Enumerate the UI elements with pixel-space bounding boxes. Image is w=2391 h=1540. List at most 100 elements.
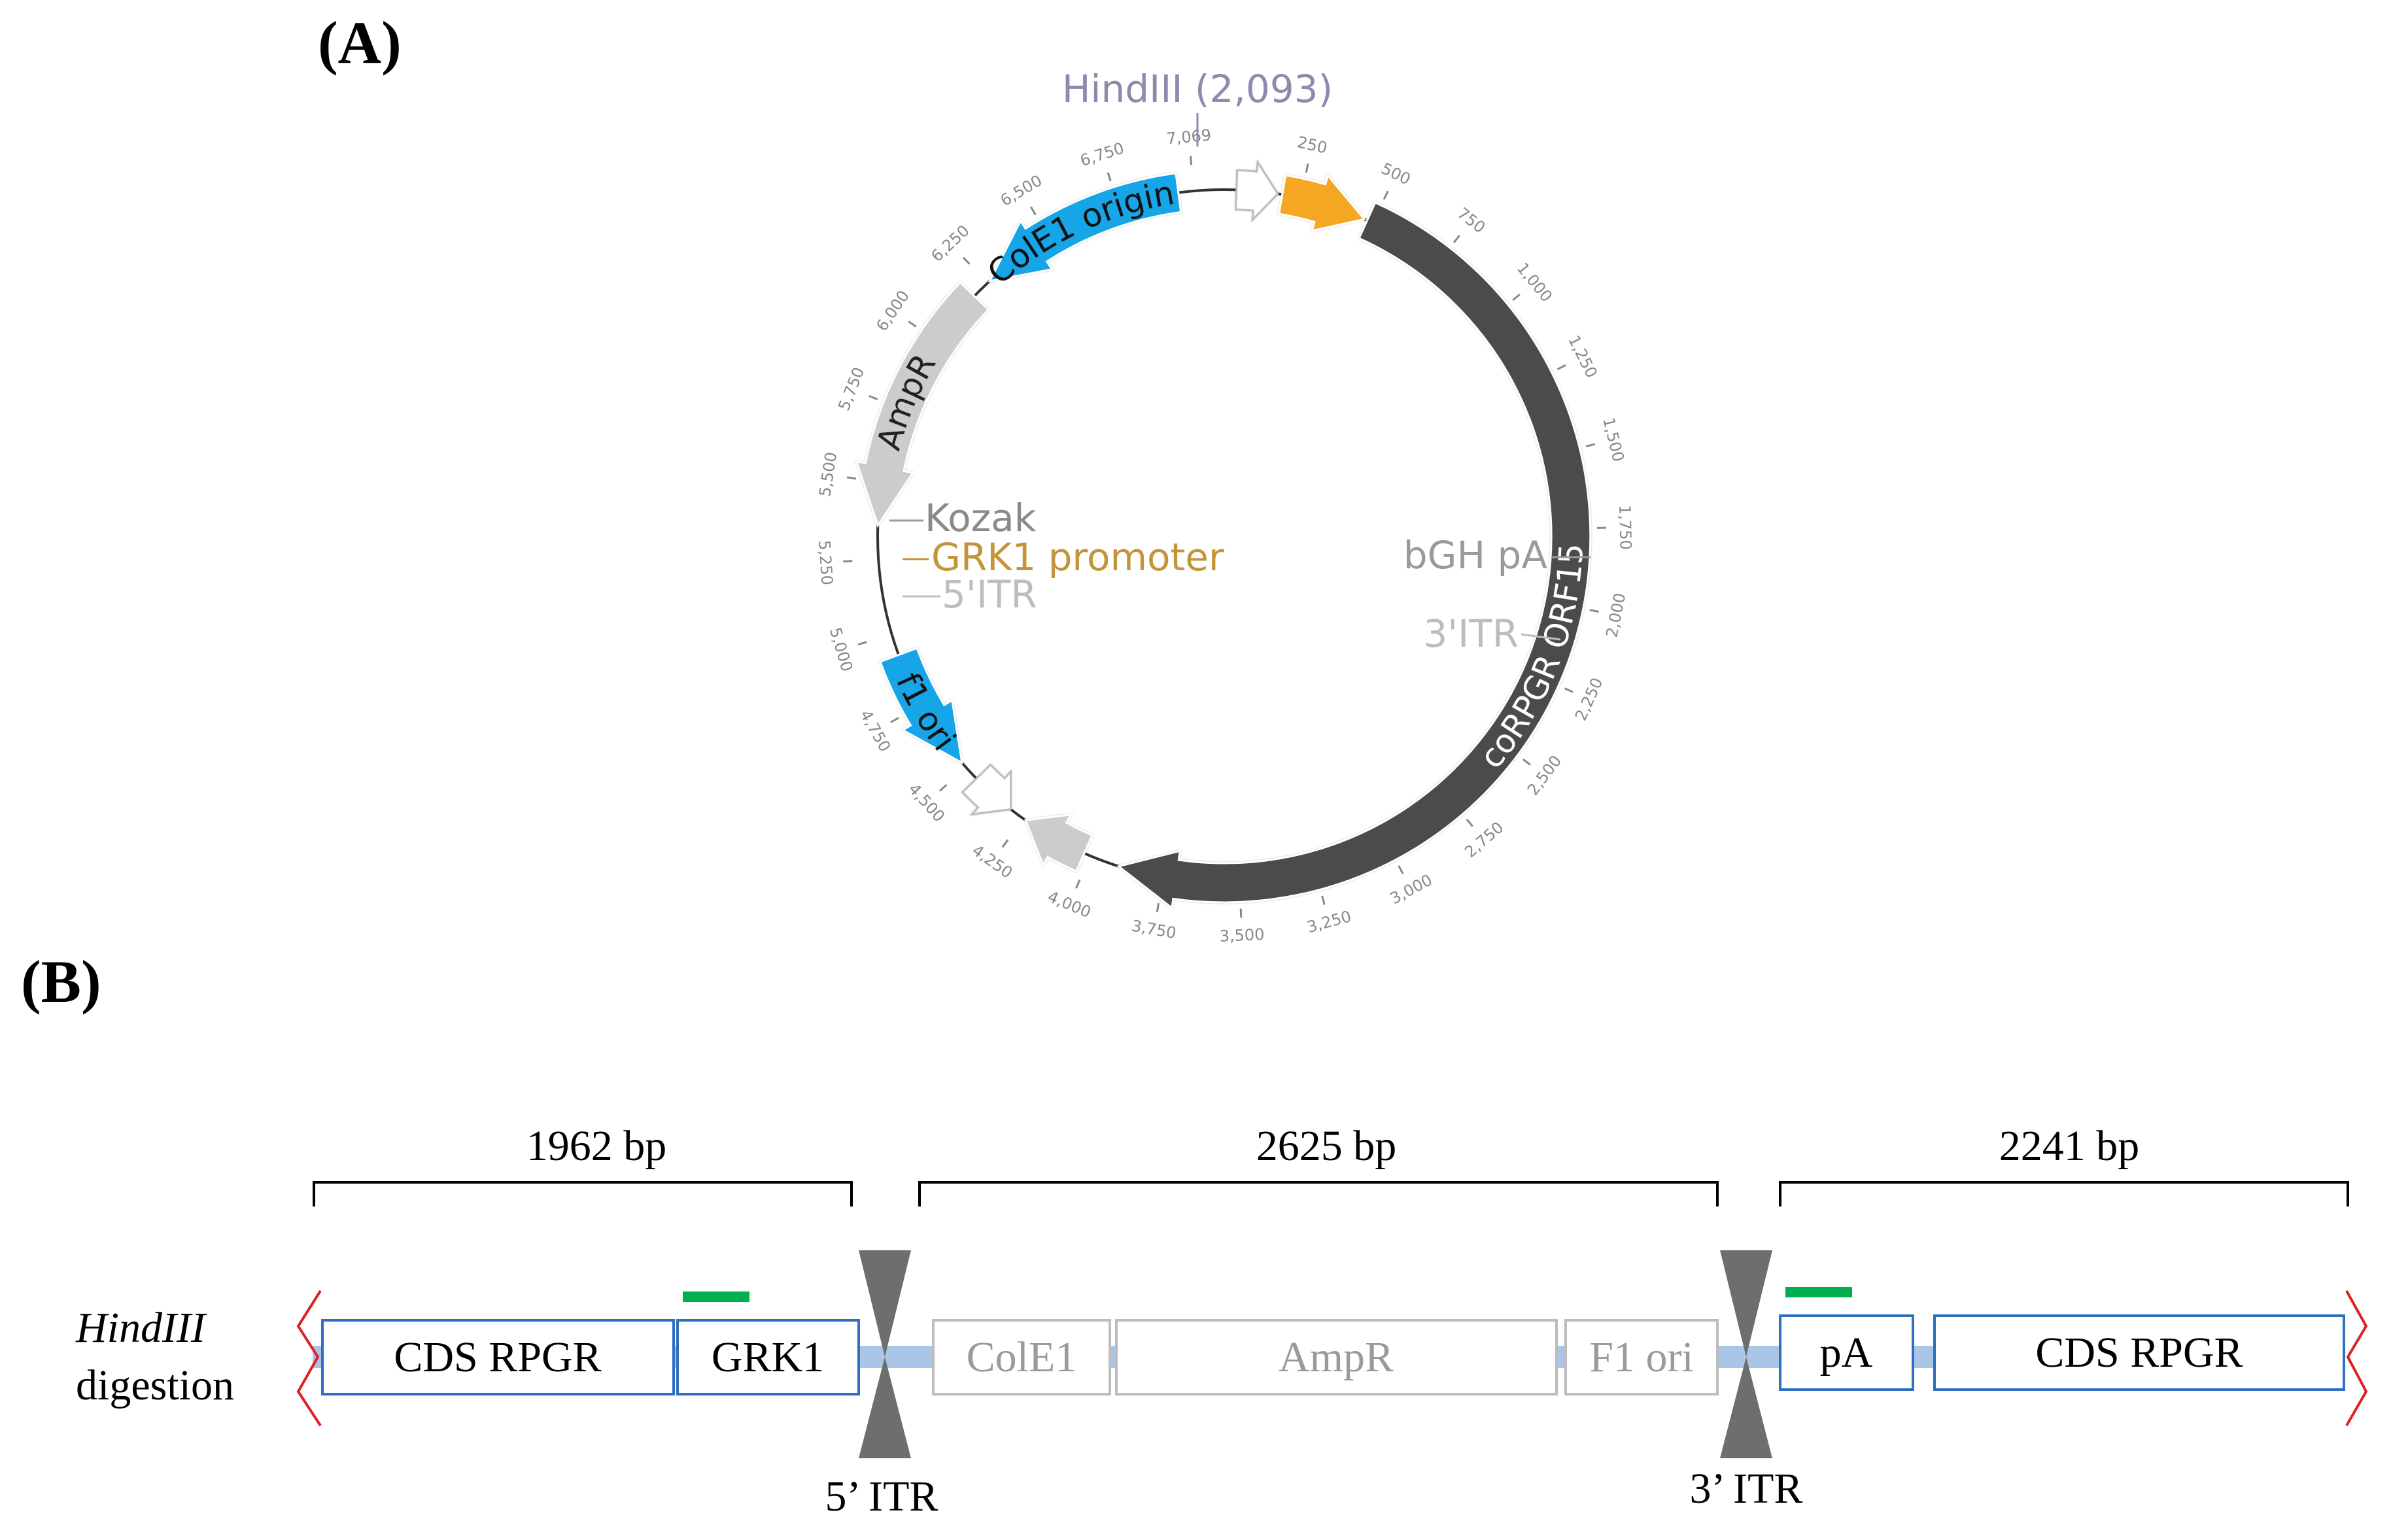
- tick-label: 2,250: [1572, 675, 1607, 723]
- tick-mark: [1589, 609, 1599, 613]
- itr-label-5: 5’ ITR: [825, 1473, 938, 1520]
- feature-arrow-ampr: [855, 281, 990, 528]
- tick-label: 1,000: [1513, 259, 1556, 305]
- fragment-size-2: 2625 bp: [1256, 1122, 1397, 1170]
- digestion-label: digestion: [76, 1361, 234, 1409]
- tick-label: 1,750: [1615, 505, 1635, 550]
- feature-arrow-cole1: [988, 172, 1182, 282]
- fragment-bracket-1: [313, 1181, 853, 1206]
- tick-label: 5,750: [834, 365, 868, 413]
- cut-mark-left: [296, 1290, 322, 1427]
- tick-mark: [938, 784, 948, 792]
- tick-mark: [846, 476, 857, 480]
- tick-mark: [1398, 865, 1404, 874]
- tick-label: 5,000: [826, 625, 856, 674]
- tick-label: 750: [1454, 204, 1488, 237]
- tick-mark: [1189, 156, 1193, 165]
- box-pa-text: pA: [1820, 1329, 1873, 1377]
- feature-arrow-f1: [878, 647, 963, 765]
- tick-label: 2,500: [1524, 752, 1566, 799]
- box-cds-rpgr-left: CDS RPGR: [321, 1319, 675, 1395]
- tick-label: 6,250: [927, 222, 972, 265]
- itr-hourglass-3: [1720, 1250, 1772, 1458]
- tick-mark: [908, 320, 917, 328]
- tick-mark: [1512, 293, 1521, 301]
- tick-mark: [1107, 172, 1112, 182]
- panel-label-a: (A): [318, 9, 402, 76]
- tick-mark: [962, 256, 971, 265]
- tick-label: 1,250: [1564, 332, 1601, 381]
- tick-mark: [1156, 902, 1160, 913]
- probe-bar-grk1: [683, 1292, 749, 1302]
- box-grk1: GRK1: [676, 1319, 860, 1395]
- box-cds-rpgr-right: CDS RPGR: [1933, 1314, 2345, 1391]
- feature-arrow-bgh: [1023, 813, 1093, 873]
- itr-hourglass-5: [859, 1250, 911, 1458]
- tick-mark: [1305, 163, 1309, 173]
- feature-arrow-grk1: [1277, 173, 1366, 232]
- tick-mark: [869, 395, 878, 400]
- box-f1-ori: F1 ori: [1564, 1319, 1719, 1395]
- tick-label: 3,750: [1130, 917, 1178, 943]
- box-cole1-text: ColE1: [967, 1333, 1077, 1381]
- tick-mark: [857, 641, 867, 646]
- tick-mark: [1522, 758, 1531, 766]
- tick-label: 4,250: [969, 841, 1016, 882]
- tick-label: 3,000: [1387, 871, 1436, 908]
- tick-label: 500: [1379, 160, 1413, 189]
- tick-label: 4,000: [1045, 887, 1093, 921]
- fragment-size-3: 2241 bp: [1999, 1122, 2140, 1170]
- box-ampr-text: AmpR: [1279, 1333, 1394, 1381]
- tick-label: 5,500: [816, 451, 840, 498]
- fragment-size-1: 1962 bp: [526, 1122, 667, 1170]
- tick-label: 5,250: [815, 539, 836, 585]
- tick-label: 4,500: [904, 780, 948, 826]
- tick-label: 4,750: [856, 707, 894, 755]
- fragment-bracket-2: [918, 1181, 1719, 1206]
- itr-label-3: 3’ ITR: [1690, 1465, 1803, 1513]
- tick-mark: [1030, 206, 1037, 216]
- feature-arrow-itr3: [961, 763, 1012, 816]
- linear-map: 1962 bp 2625 bp 2241 bp HindIII digestio…: [75, 1122, 2368, 1520]
- box-cole1: ColE1: [932, 1319, 1111, 1395]
- tick-mark: [1557, 364, 1566, 370]
- tick-label: 3,250: [1305, 907, 1354, 936]
- cut-mark-right: [2345, 1290, 2368, 1426]
- tick-label: 2,750: [1461, 818, 1507, 861]
- tick-mark: [1001, 839, 1009, 848]
- probe-bar-pa: [1785, 1287, 1852, 1297]
- feature-label-ampr: AmpR: [870, 348, 943, 454]
- tick-mark: [1466, 819, 1473, 827]
- box-ampr: AmpR: [1115, 1319, 1558, 1395]
- tick-mark: [843, 560, 853, 563]
- digestion-enzyme-label: HindIII: [75, 1304, 207, 1352]
- box-pa: pA: [1779, 1314, 1914, 1391]
- grk1-promoter-label: GRK1 promoter: [931, 535, 1224, 579]
- tick-label: 6,500: [997, 171, 1045, 210]
- fragment-bracket-3: [1779, 1181, 2349, 1206]
- tick-mark: [1453, 235, 1460, 243]
- tick-mark: [890, 717, 899, 723]
- tick-label: 3,500: [1219, 925, 1265, 946]
- tick-mark: [1564, 687, 1574, 693]
- tick-mark: [1383, 190, 1389, 200]
- itr3-leader: [1521, 633, 1561, 641]
- tick-label: 1,500: [1599, 416, 1628, 464]
- box-cds-rpgr-right-text: CDS RPGR: [2035, 1329, 2243, 1377]
- feature-arrow-itr5: [1235, 159, 1279, 222]
- tick-label: 6,750: [1078, 139, 1126, 170]
- hindiii-site-label: HindIII (2,093): [1062, 67, 1333, 111]
- box-f1-ori-text: F1 ori: [1589, 1333, 1694, 1381]
- plasmid-map: 2505007501,0001,2501,5001,7502,0002,2502…: [815, 67, 1635, 946]
- panel-label-b: (B): [21, 948, 101, 1015]
- feature-label-corpgr: coRPGR ORF15: [1472, 543, 1591, 776]
- bgh-pa-label: bGH pA: [1403, 533, 1548, 577]
- feature-arrow-corpgr: [1116, 201, 1592, 910]
- box-cds-rpgr-left-text: CDS RPGR: [394, 1333, 601, 1381]
- tick-mark: [1321, 895, 1326, 905]
- itr5-label: 5'ITR: [942, 572, 1037, 617]
- tick-mark: [1075, 879, 1081, 889]
- tick-mark: [1585, 443, 1596, 448]
